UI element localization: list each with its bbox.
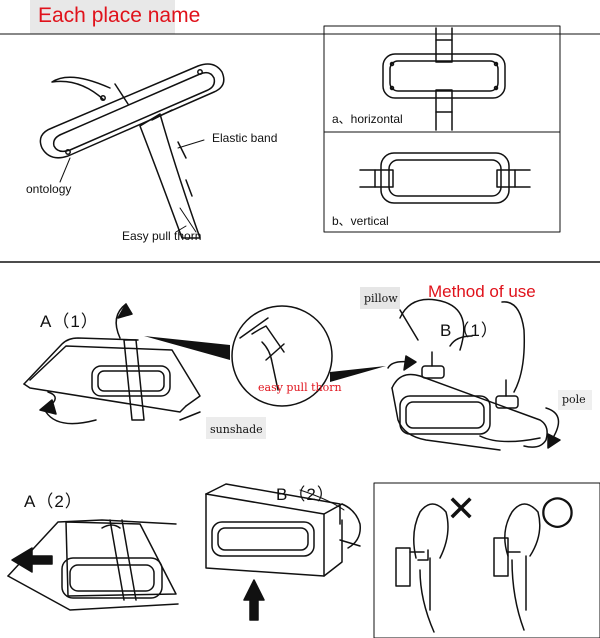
sunshade-label-background — [206, 417, 266, 439]
b1-illustration — [387, 298, 561, 451]
step-b1-label: B（1） — [440, 321, 499, 340]
pole-label-background — [558, 390, 592, 410]
horizontal-label: a、horizontal — [332, 112, 403, 126]
compare-box — [373, 482, 600, 638]
a1-illustration — [23, 303, 201, 425]
page-title: Each place name — [38, 4, 201, 27]
title-background — [30, 0, 175, 34]
step-a2-label: A（2） — [24, 492, 83, 511]
pole-label: pole — [562, 393, 586, 406]
b2-illustration — [205, 483, 361, 621]
step-b2-label: B（2） — [276, 485, 335, 504]
frame-illustration — [39, 63, 225, 239]
pillow-label: pillow — [364, 292, 398, 305]
step-a1-label: A（1） — [40, 312, 99, 331]
vertical-box — [323, 131, 561, 233]
pillow-label-background — [360, 287, 400, 309]
zoom-detail — [144, 305, 386, 407]
elastic-band-label: Elastic band — [212, 131, 278, 145]
easy-pull-thorn-label: Easy pull thorn — [122, 229, 202, 243]
compare-illustrations — [395, 503, 541, 633]
vertical-label: b、vertical — [332, 214, 389, 228]
ontology-label: ontology — [26, 182, 72, 196]
sunshade-label: sunshade — [210, 423, 263, 436]
horizontal-frame — [382, 27, 506, 131]
method-of-use-title: Method of use — [428, 282, 536, 301]
wrong-mark-icon: ✕ — [446, 489, 477, 530]
a2-illustration — [7, 519, 179, 611]
vertical-frame — [359, 152, 531, 204]
right-mark-icon: ○ — [540, 487, 575, 533]
easy-pull-thorn-detail-label: easy pull thorn — [258, 381, 342, 394]
